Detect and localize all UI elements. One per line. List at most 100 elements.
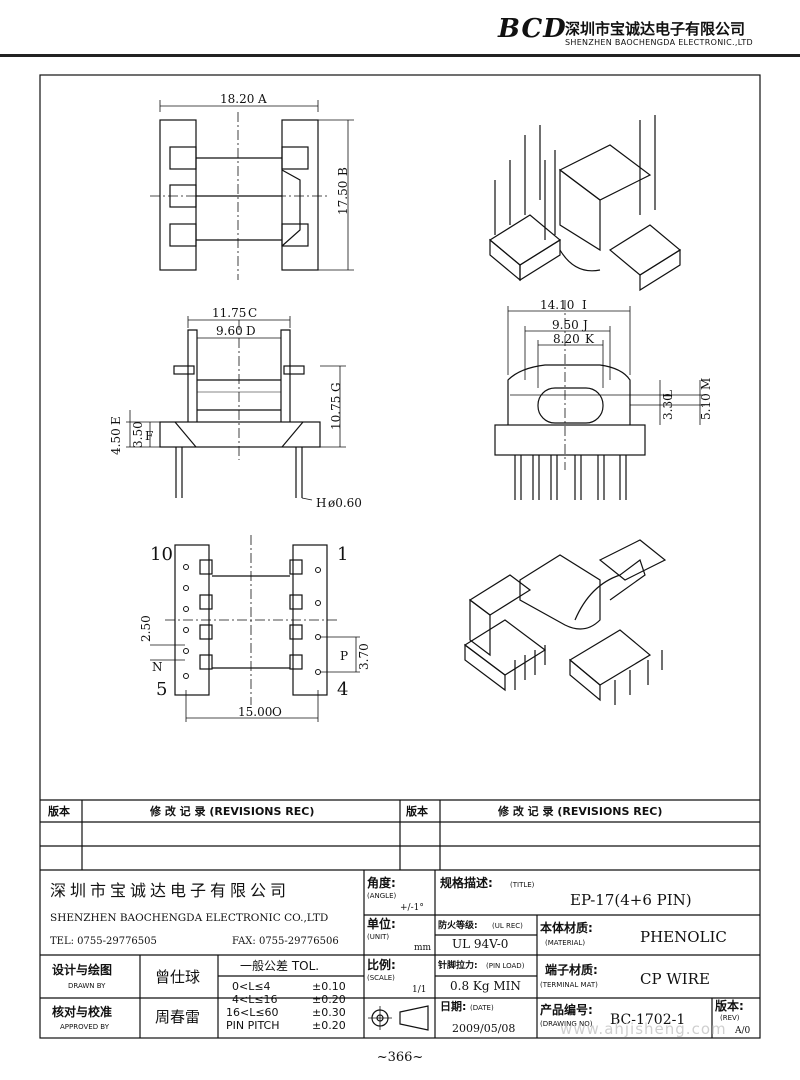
dim-j-tag: J	[581, 318, 588, 332]
rev-label: 版本:	[715, 998, 744, 1013]
header-company-name-en: SHENZHEN BAOCHENGDA ELECTRONIC.,LTD	[565, 38, 754, 47]
side-view	[494, 300, 705, 500]
pin-load-en: (PIN LOAD)	[486, 962, 525, 970]
dim-k-label: 8.20	[553, 332, 580, 346]
tb-fax: FAX: 0755-29776506	[232, 936, 339, 947]
tol-range: PIN PITCH	[226, 1019, 280, 1032]
rev-en: (REV)	[720, 1014, 740, 1022]
dim-i-tag: I	[582, 298, 587, 312]
tol-range: 0<L≤4	[232, 980, 271, 993]
pin-label-5: 5	[156, 679, 167, 700]
page-number: ~366~	[376, 1050, 424, 1065]
drawing-no-en: (DRAWING NO)	[540, 1020, 593, 1028]
rev-value: A/0	[734, 1026, 751, 1036]
rev-label-left: 版本	[48, 804, 70, 818]
material-en: (MATERIAL)	[545, 939, 585, 947]
dim-l-label: 3.30	[661, 393, 675, 420]
dim-e-label: 4.50	[109, 428, 123, 455]
dim-d-label: 9.60	[216, 324, 243, 338]
dim-a-label: 18.20	[220, 92, 254, 106]
date-en: (DATE)	[470, 1004, 494, 1012]
tol-value: ±0.20	[312, 993, 346, 1006]
dim-h-tag: H	[316, 496, 326, 510]
terminal-en: (TERMINAL MAT)	[540, 981, 598, 989]
title-value: EP-17(4+6 PIN)	[570, 891, 692, 909]
tolerance-title: 一般公差 TOL.	[240, 958, 319, 973]
watermark: www.ahjisheng.com	[560, 1020, 727, 1038]
angle-label: 角度:	[367, 875, 396, 890]
title-block-lines	[40, 799, 760, 1038]
dim-o-label: 15.00	[238, 705, 272, 719]
angle-en: (ANGLE)	[367, 892, 397, 900]
approved-en: APPROVED BY	[60, 1023, 110, 1031]
dim-p-tag: P	[340, 649, 348, 663]
drawn-value: 曾仕球	[155, 968, 200, 986]
dim-k-tag: K	[585, 332, 595, 346]
pin-label-4: 4	[337, 679, 348, 700]
top-view	[150, 100, 354, 280]
tol-value: ±0.30	[312, 1006, 346, 1019]
dim-c-label: 11.75	[212, 306, 246, 320]
rev-rec-left: 修 改 记 录 (REVISIONS REC)	[149, 804, 314, 818]
pin-number-labels: 10 1 5 4	[150, 544, 348, 700]
dimension-labels: 18.20 A 17.50 B 11.75 C 9.60 D 4.50 E 3.…	[109, 92, 713, 719]
sign-block: 设计与绘图 DRAWN BY 曾仕球 核对与校准 APPROVED BY 周春雷…	[52, 958, 319, 1031]
terminal-value: CP WIRE	[640, 970, 710, 988]
material-value: PHENOLIC	[640, 928, 727, 946]
tolerance-table: 0<L≤4 ±0.10 4<L≤16 ±0.20 16<L≤60 ±0.30 P…	[226, 980, 346, 1032]
rev-label-right: 版本	[406, 804, 428, 818]
ul-label: 防火等级:	[438, 919, 478, 931]
revision-headers: 版本 修 改 记 录 (REVISIONS REC) 版本 修 改 记 录 (R…	[48, 804, 662, 818]
material-label: 本体材质:	[540, 920, 593, 935]
drawing-no-value: BC-1702-1	[610, 1012, 685, 1028]
dim-m-label: 5.10	[699, 393, 713, 420]
dim-e-tag: E	[109, 416, 123, 425]
dim-g-tag: G	[329, 382, 343, 392]
tol-value: ±0.10	[312, 980, 346, 993]
dim-b-label: 17.50	[336, 181, 350, 215]
dim-f-tag: F	[145, 429, 153, 443]
pin-label-10: 10	[150, 544, 173, 565]
spec-block: 角度: (ANGLE) +/-1° 单位: (UNIT) mm 比例: (SCA…	[367, 875, 751, 1036]
pin-label-1: 1	[337, 544, 348, 565]
dim-m-tag: M	[699, 378, 713, 390]
isometric-view-top	[488, 115, 682, 292]
unit-value: mm	[414, 943, 432, 953]
dim-l-tag: L	[661, 390, 675, 398]
header-company-name-cn: 深圳市宝诚达电子有限公司	[565, 20, 746, 38]
title-label: 规格描述:	[440, 875, 493, 890]
tol-range: 16<L≤60	[226, 1006, 279, 1019]
pin-load-value: 0.8 Kg MIN	[450, 979, 521, 993]
company-logo: BCD	[498, 14, 567, 44]
approved-label: 核对与校准	[52, 1004, 112, 1019]
pin-load-label: 针脚拉力:	[438, 959, 478, 971]
company-block: 深圳市宝诚达电子有限公司 SHENZHEN BAOCHENGDA ELECTRO…	[50, 881, 339, 947]
tol-value: ±0.20	[312, 1019, 346, 1032]
unit-label: 单位:	[367, 916, 396, 931]
approved-value: 周春雷	[155, 1008, 200, 1026]
dim-i-label: 14.10	[540, 298, 574, 312]
rev-rec-right: 修 改 记 录 (REVISIONS REC)	[497, 804, 662, 818]
dim-n-label: 2.50	[139, 615, 153, 642]
dim-h-label: ø0.60	[328, 496, 362, 510]
projection-symbol	[368, 1005, 429, 1031]
scale-en: (SCALE)	[367, 974, 395, 982]
date-value: 2009/05/08	[452, 1022, 515, 1035]
dim-j-label: 9.50	[552, 318, 579, 332]
dim-g-label: 10.75	[329, 396, 343, 430]
dim-b-tag: B	[336, 167, 350, 176]
scale-label: 比例:	[367, 957, 396, 972]
header-rule	[0, 54, 800, 57]
dim-p-label: 3.70	[357, 643, 371, 670]
terminal-label: 端子材质:	[545, 962, 598, 977]
drawing-no-label: 产品编号:	[540, 1002, 593, 1017]
drawn-label: 设计与绘图	[52, 962, 112, 977]
dim-c-tag: C	[248, 306, 257, 320]
dim-d-tag: D	[246, 324, 256, 338]
scale-value: 1/1	[412, 985, 426, 995]
front-view	[126, 316, 346, 501]
tb-tel: TEL: 0755-29776505	[50, 936, 157, 947]
dim-f-label: 3.50	[131, 421, 145, 448]
date-label: 日期:	[440, 999, 466, 1013]
